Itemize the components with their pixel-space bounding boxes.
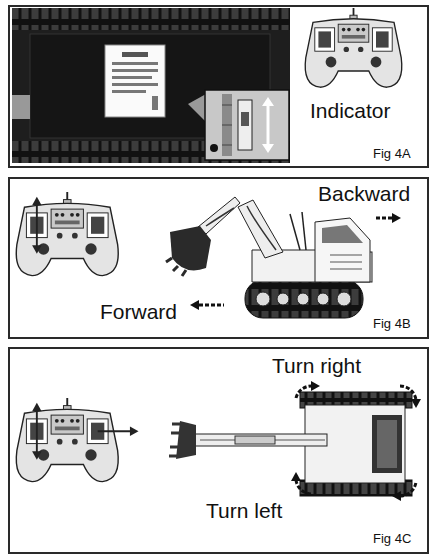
turn-arrows-part (296, 386, 312, 398)
excavator-side-view-part (277, 293, 289, 305)
turn-arrows-part (400, 386, 416, 400)
figure-number: Fig 4A (373, 147, 411, 162)
chassis-underside-part (112, 90, 146, 93)
excavator-side-view-part (256, 292, 270, 306)
excavator-top-view (169, 392, 412, 496)
direction-arrows-part (199, 304, 224, 307)
remote-turning-part (32, 403, 42, 412)
chassis-underside-part (112, 62, 158, 65)
switch-inset-part (238, 100, 252, 150)
remote-turning (16, 398, 138, 482)
turn-arrows-part (411, 399, 421, 408)
direction-arrows (190, 213, 401, 310)
switch-inset-part (262, 97, 274, 106)
figure-number: Fig 4B (373, 317, 411, 332)
switch-inset-part (210, 144, 218, 152)
switch-inset-part (262, 144, 274, 153)
direction-label: Turn right (272, 354, 361, 378)
excavator-top-view-part (169, 424, 180, 456)
switch-inset-part (222, 105, 232, 106)
excavator-side-view-part (245, 280, 363, 318)
chassis-underside-part (188, 94, 206, 122)
excavator-side-view-part (297, 293, 309, 305)
remote-forward-backward-part (32, 197, 42, 206)
excavator-top-view-part (176, 421, 196, 459)
turn-arrows (291, 381, 421, 501)
excavator-top-view-part (195, 434, 327, 446)
remote-turning-part (16, 398, 118, 482)
excavator-side-view-part (315, 218, 370, 282)
chassis-underside-part (105, 45, 165, 117)
excavator-side-view-part (330, 269, 362, 270)
excavator-side-view-part (247, 206, 276, 250)
direction-arrows-part (190, 300, 199, 310)
turn-arrows-part (296, 480, 312, 494)
excavator-top-view-part (372, 415, 402, 473)
switch-inset-part (205, 90, 289, 160)
switch-inset-part (222, 94, 232, 156)
indicator-label: Indicator (310, 99, 391, 123)
direction-label: Forward (100, 300, 177, 324)
excavator-side-view-part (330, 262, 362, 263)
chassis-underside-part (112, 76, 152, 79)
chassis-underside-part (12, 8, 290, 30)
direction-label: Backward (318, 182, 410, 206)
remote-turning-part (98, 430, 134, 432)
switch-inset-part (267, 104, 270, 146)
chassis-underside-part (12, 8, 290, 163)
turn-arrows-part (392, 491, 401, 501)
remote-forward-backward-part (32, 245, 42, 254)
excavator-side-view-part (238, 200, 283, 258)
excavator-side-view-part (330, 255, 362, 256)
excavator-side-view-part (170, 226, 211, 270)
remote-forward-backward-part (16, 192, 118, 276)
excavator-side-view-part (290, 214, 300, 250)
chassis-underside-part (12, 95, 30, 119)
excavator-side-view-part (206, 208, 234, 226)
chassis-underside-part (112, 83, 158, 86)
switch-inset-part (241, 112, 249, 126)
remote-forward-backward (16, 192, 118, 276)
figure-panel: Turn rightTurn leftFig 4C (8, 347, 429, 554)
remote-turning-part (130, 427, 139, 437)
excavator-side-view-part (252, 250, 318, 282)
turn-arrows-part (291, 472, 301, 481)
excavator-side-view-part (198, 197, 240, 234)
direction-arrows-part (392, 213, 401, 223)
chassis-underside (12, 8, 290, 163)
switch-inset-part (222, 145, 232, 146)
remote-forward-backward-part (36, 202, 38, 250)
excavator-side-view-part (337, 292, 351, 306)
figure-panel: IndicatorFig 4A (8, 5, 429, 168)
excavator-top-view-part (377, 420, 397, 468)
remote-turning-part (36, 408, 38, 456)
figure-panel: BackwardForwardFig 4B (8, 177, 429, 339)
figure-number: Fig 4C (373, 532, 411, 547)
excavator-side-view-part (166, 258, 186, 276)
manual-illustration-part (305, 8, 402, 87)
chassis-underside-part (152, 96, 158, 110)
remote-turning-part (32, 451, 42, 460)
direction-label: Turn left (206, 499, 282, 523)
turn-arrows-part (311, 381, 320, 391)
turn-arrows-part (400, 482, 416, 496)
chassis-underside-part (112, 69, 158, 72)
direction-arrows-part (376, 217, 392, 220)
excavator-side-view-part (317, 293, 329, 305)
switch-inset-part (222, 125, 232, 126)
excavator-side-view-part (322, 225, 363, 243)
excavator-side-view-part (302, 212, 306, 250)
excavator-top-view-part (235, 436, 275, 444)
excavator-side-view (166, 197, 372, 318)
chassis-underside-part (122, 52, 148, 57)
switch-inset (205, 90, 289, 160)
